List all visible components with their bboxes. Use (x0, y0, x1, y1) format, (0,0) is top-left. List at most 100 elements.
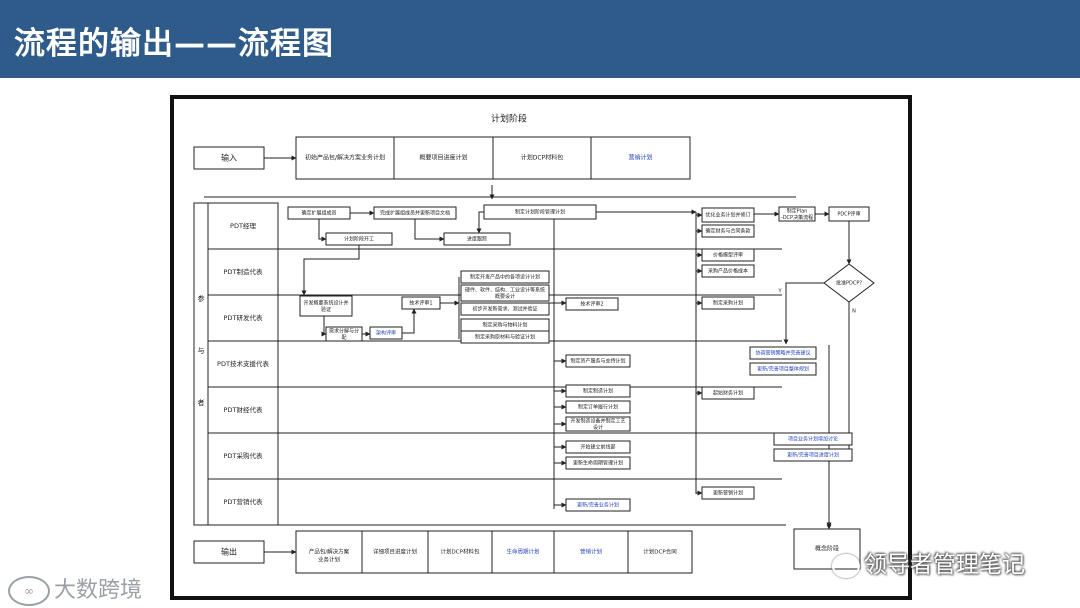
title-banner: 流程的输出——流程图 (0, 0, 1080, 78)
output-box-5 (627, 530, 693, 574)
wechat-icon (832, 553, 860, 578)
process-box-b27-label: 价格模型评审 (713, 252, 743, 259)
process-box-b30 (778, 206, 816, 222)
process-box-b31 (828, 206, 870, 222)
process-box-b21-label: 更新生命周期管理计划 (573, 460, 623, 467)
process-box-b4-label: 计划阶段开工 (344, 236, 374, 243)
process-box-b6-label-1: 开发概要系统设计并 (303, 299, 348, 306)
process-box-b29 (701, 386, 755, 400)
process-box-b23 (701, 207, 755, 223)
participants-box (193, 202, 209, 526)
output-box-5-label-1: 计划DCP合同 (643, 548, 677, 556)
process-box-b3 (483, 204, 597, 220)
role-label-1: PDT制造代表 (224, 267, 263, 276)
process-box-b9 (401, 296, 441, 310)
process-box-b32 (749, 346, 817, 360)
process-box-b12-label: 初步开发新需求、测试并验证 (472, 306, 537, 313)
diagram-frame: 计划阶段输入初始产品包/解决方案业务计划概要项目进度计划计划DCP材料包营销计划… (170, 95, 912, 600)
decision-no-label: N (852, 309, 856, 315)
role-box-5 (207, 432, 279, 480)
process-box-b30-label-2: -DCP决策流程 (781, 214, 813, 221)
watermark-left-text: 大数跨境 (54, 578, 143, 603)
process-box-b34-label: 项目业务计划增加讨论 (788, 436, 838, 443)
process-box-b4 (325, 232, 393, 246)
process-box-b24 (701, 224, 755, 238)
process-box-b11 (460, 284, 550, 302)
role-box-4 (207, 386, 279, 434)
process-box-b5 (443, 232, 511, 246)
decision-label: 批准PDCP? (836, 280, 862, 287)
process-box-b22 (565, 498, 631, 512)
participants-char-0: 参 (198, 294, 205, 303)
input-box-2-label: 计划DCP材料包 (521, 154, 563, 162)
output-box-3-label-1: 生命周期计划 (506, 548, 539, 556)
process-box-b17-label: 制定制造计划 (583, 388, 613, 395)
process-box-b17 (565, 384, 631, 398)
input-box-1-label: 概要项目进度计划 (419, 154, 467, 162)
input-box-3-label: 营销计划 (628, 154, 652, 162)
role-label-4: PDT财经代表 (224, 405, 263, 414)
process-box-b32-label: 协调营销策略并完善建议 (755, 350, 810, 357)
role-label-6: PDT营销代表 (224, 497, 263, 506)
output-box-0 (295, 530, 363, 574)
input-label-box (193, 146, 265, 170)
connector-line (318, 219, 327, 242)
watermark-logo-icon: ∞ (8, 576, 50, 606)
connector-line (321, 316, 327, 337)
process-box-b11-label-1: 硬件、软件、结构、工业设计等系统 (465, 286, 545, 293)
flowchart: 计划阶段输入初始产品包/解决方案业务计划概要项目进度计划计划DCP材料包营销计划… (193, 113, 875, 574)
process-box-b3-label: 制定计划阶段管理计划 (515, 209, 565, 216)
output-label: 输出 (221, 547, 237, 557)
page-title: 流程的输出——流程图 (14, 26, 334, 62)
process-box-b16 (565, 354, 631, 368)
role-label-2: PDT研发代表 (224, 313, 263, 322)
result-box-label: 概念阶段 (815, 545, 839, 553)
process-box-b5-label: 进度跟踪 (467, 236, 487, 243)
decision-diamond (823, 263, 875, 303)
connector-line (414, 219, 445, 242)
output-box-2 (427, 530, 493, 574)
process-box-b19-label-1: 开发制造设备并制定工艺 (570, 417, 625, 424)
process-box-b29-label: 起始财务计划 (713, 390, 743, 397)
process-box-b33-label: 更新/完善项目整体规划 (757, 366, 809, 373)
process-box-b35 (773, 448, 853, 462)
process-box-b21 (565, 456, 631, 470)
role-box-1 (207, 248, 279, 296)
process-box-b7 (325, 326, 363, 342)
process-box-b25-label: 制定采购计划 (713, 300, 743, 307)
process-box-b10-label: 制定开发产品中的各项设计计划 (470, 274, 540, 281)
input-box-1 (393, 136, 494, 180)
output-box-2-label-1: 计划DCP材料包 (441, 548, 480, 556)
connector-line (783, 282, 824, 345)
participants-char-1: 与 (198, 347, 205, 355)
process-box-b1 (287, 206, 351, 220)
process-box-b22-label: 更新/完善业务计划 (577, 502, 619, 509)
input-box-3 (590, 136, 691, 180)
role-box-6 (207, 478, 279, 526)
connector-line (476, 211, 484, 234)
process-box-b16-label: 制定资产服务与支持计划 (570, 358, 625, 365)
process-box-b2 (373, 206, 457, 220)
output-box-4-label-1: 营销计划 (580, 548, 602, 556)
process-box-b35-label: 更新/完善项目进度计划 (787, 452, 839, 459)
process-box-b19-label-2: 设计 (593, 424, 603, 431)
process-box-b7-label-1: 需求分解与分 (329, 327, 359, 334)
process-box-b1-label: 确定扩展组成员 (301, 210, 336, 217)
output-box-4 (553, 530, 629, 574)
role-box-2 (207, 294, 279, 342)
diagram-title: 计划阶段 (491, 113, 527, 125)
process-box-b8-label: 架构评审 (376, 330, 396, 337)
input-box-0-label: 初始产品包/解决方案业务计划 (305, 154, 385, 162)
process-box-b6-label-2: 验证 (321, 306, 331, 313)
process-box-b18-label: 制定订单履行计划 (578, 404, 618, 411)
process-box-b11-label-2: 概要设计 (495, 293, 515, 300)
role-box-3 (207, 340, 279, 388)
process-box-b23-label: 优化业务计划并修订 (705, 212, 750, 219)
decision-yes-label: Y (777, 289, 782, 295)
process-box-b14-label: 制定采购原材料与验证计划 (475, 334, 535, 341)
watermark-left: ∞大数跨境 (8, 572, 142, 606)
process-box-b36 (701, 486, 755, 500)
process-box-b15-label: 技术评审2 (580, 301, 603, 308)
process-box-b34 (773, 432, 853, 446)
role-label-0: PDT经理 (230, 221, 256, 230)
